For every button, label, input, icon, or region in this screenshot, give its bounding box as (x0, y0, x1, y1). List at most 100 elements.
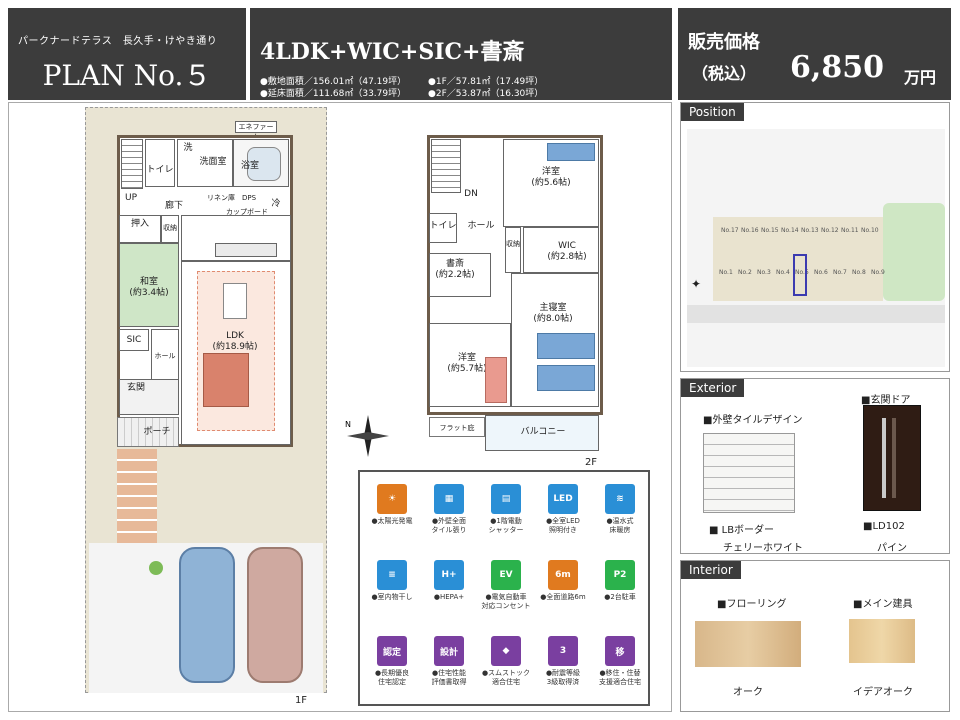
room-storage-1f (161, 215, 179, 243)
feature-item: LED●全室LED 照明付き (535, 484, 591, 535)
floor-area: ●延床面積／111.68㎡（33.79坪） (260, 89, 407, 99)
feature-label: ●全面道路6m (540, 593, 586, 601)
lot-label: No.12 (821, 227, 839, 234)
performance-icon: 設計 (434, 636, 464, 666)
porch (117, 417, 179, 447)
door-handle (882, 418, 886, 498)
staircase-2f (431, 139, 461, 193)
relocation-icon: 移 (605, 636, 635, 666)
feature-label: ●移住・住替 支援適合住宅 (599, 669, 641, 686)
room-sic (119, 329, 149, 351)
feature-item: ☀ ●太陽光発電 (364, 484, 420, 526)
room-genkan (119, 379, 179, 415)
feature-item: 6m●全面道路6m (535, 560, 591, 602)
feature-label: ●1階電動 シャッター (488, 517, 524, 534)
label-washitsu: 和室 (約3.4帖) (129, 277, 169, 298)
exterior-heading: Exterior (681, 379, 745, 397)
f2-area: ●2F／53.87㎡（16.30坪） (428, 89, 544, 99)
solar-icon: ☀ (377, 484, 407, 514)
feature-label: ●2台駐車 (604, 593, 636, 601)
feature-label: ●室内物干し (371, 593, 413, 601)
door-name: ■LD102 (863, 521, 905, 532)
label-linen: リネン庫 (207, 194, 235, 202)
label-toilet-1f: トイレ (146, 165, 174, 175)
feature-label: ●長期優良 住宅認定 (374, 669, 410, 686)
label-storage-2f: 収納 (506, 240, 520, 248)
feature-item: ≋●温水式 床暖房 (592, 484, 648, 535)
feature-item: 設計 ●住宅性能 評価書取得 (421, 636, 477, 687)
label-flat: フラット庇 (439, 424, 475, 432)
interior-panel: Interior ■フローリング オーク ■メイン建具 イデアオーク (680, 560, 950, 712)
flooring-name: オーク (733, 687, 763, 698)
flooring-label: ■フローリング (717, 599, 787, 610)
bed-master-1 (537, 333, 595, 359)
header-price-box: 販売価格 （税込） 6,850 万円 (678, 8, 951, 100)
label-toilet-2f: トイレ (429, 221, 457, 231)
lot-label: No.8 (852, 269, 866, 276)
lot-label: No.7 (833, 269, 847, 276)
lot-label: No.2 (738, 269, 752, 276)
label-porch: ポーチ (143, 427, 171, 437)
door-swatch (863, 405, 921, 511)
sumstock-icon: ◆ (491, 636, 521, 666)
label-wic: WIC (約2.8帖) (547, 241, 587, 262)
door-glass (892, 418, 896, 498)
label-corridor: 廊下 (164, 201, 183, 211)
room-toilet-1f (145, 139, 175, 187)
feature-item: ≡●室内物干し (364, 560, 420, 602)
bed-western1 (547, 143, 595, 161)
label-bath: 浴室 (240, 161, 259, 171)
tile-wall-icon: ▦ (434, 484, 464, 514)
feature-label: ●住宅性能 評価書取得 (431, 669, 467, 686)
hepa-icon: H+ (434, 560, 464, 590)
lot-label: No.3 (757, 269, 771, 276)
label-hall-2f: ホール (467, 221, 495, 231)
feature-label: ●太陽光発電 (371, 517, 413, 525)
label-study: 書斎 (約2.2帖) (435, 259, 475, 280)
tree-1 (149, 561, 163, 575)
label-fridge: 冷 (271, 199, 281, 209)
lot-label: No.5 (795, 269, 809, 276)
development-name: パークナードテラス 長久手・けやき通り (18, 36, 218, 47)
lot-label: No.13 (801, 227, 819, 234)
kitchen-counter (215, 243, 277, 257)
feature-label: ●スムストック 適合住宅 (481, 669, 531, 686)
tile-name: ■ LBボーダー (709, 525, 775, 536)
feature-item: 移 ●移住・住替 支援適合住宅 (592, 636, 648, 687)
lot-label: No.4 (776, 269, 790, 276)
lot-label: No.10 (861, 227, 879, 234)
floor-heat-icon: ≋ (605, 484, 635, 514)
lot-label: No.16 (741, 227, 759, 234)
bed-western2 (485, 357, 507, 403)
feature-item: 認定 ●長期優良 住宅認定 (364, 636, 420, 687)
tile-color: チェリーホワイト (723, 543, 803, 554)
label-oshiire: 押入 (130, 219, 149, 229)
room-wic (523, 227, 599, 273)
header-plan-box: パークナードテラス 長久手・けやき通り PLAN No.５ (8, 8, 246, 100)
car-pink (247, 547, 303, 683)
label-washroom: 洗面室 (199, 157, 227, 167)
lot-label: No.6 (814, 269, 828, 276)
feature-item: EV●電気自動車 対応コンセント (478, 560, 534, 611)
label-2f: 2F (584, 457, 598, 468)
label-western1: 洋室 (約5.6帖) (531, 167, 571, 188)
walkway (117, 449, 157, 549)
selected-lot-no5 (793, 254, 807, 296)
certified-icon: 認定 (377, 636, 407, 666)
fitting-name: イデアオーク (853, 687, 913, 698)
room-washroom (177, 139, 233, 187)
lot-label: No.17 (721, 227, 739, 234)
label-1f: 1F (294, 695, 308, 706)
interior-heading: Interior (681, 561, 741, 579)
room-storage-2f (505, 227, 521, 273)
label-cupboard: カップボード (226, 208, 268, 216)
plan-number: PLAN No.５ (42, 59, 212, 92)
led-icon: LED (548, 484, 578, 514)
fitting-label: ■メイン建具 (853, 599, 913, 610)
label-up: UP (124, 193, 137, 203)
label-dn: DN (464, 189, 478, 199)
floor-plans: エネファーム トイレ 洗 洗面室 浴室 廊下 リネン庫 DPS カップボード 冷… (8, 102, 672, 712)
lots-area (713, 217, 883, 301)
compass-icon: N (345, 413, 391, 459)
